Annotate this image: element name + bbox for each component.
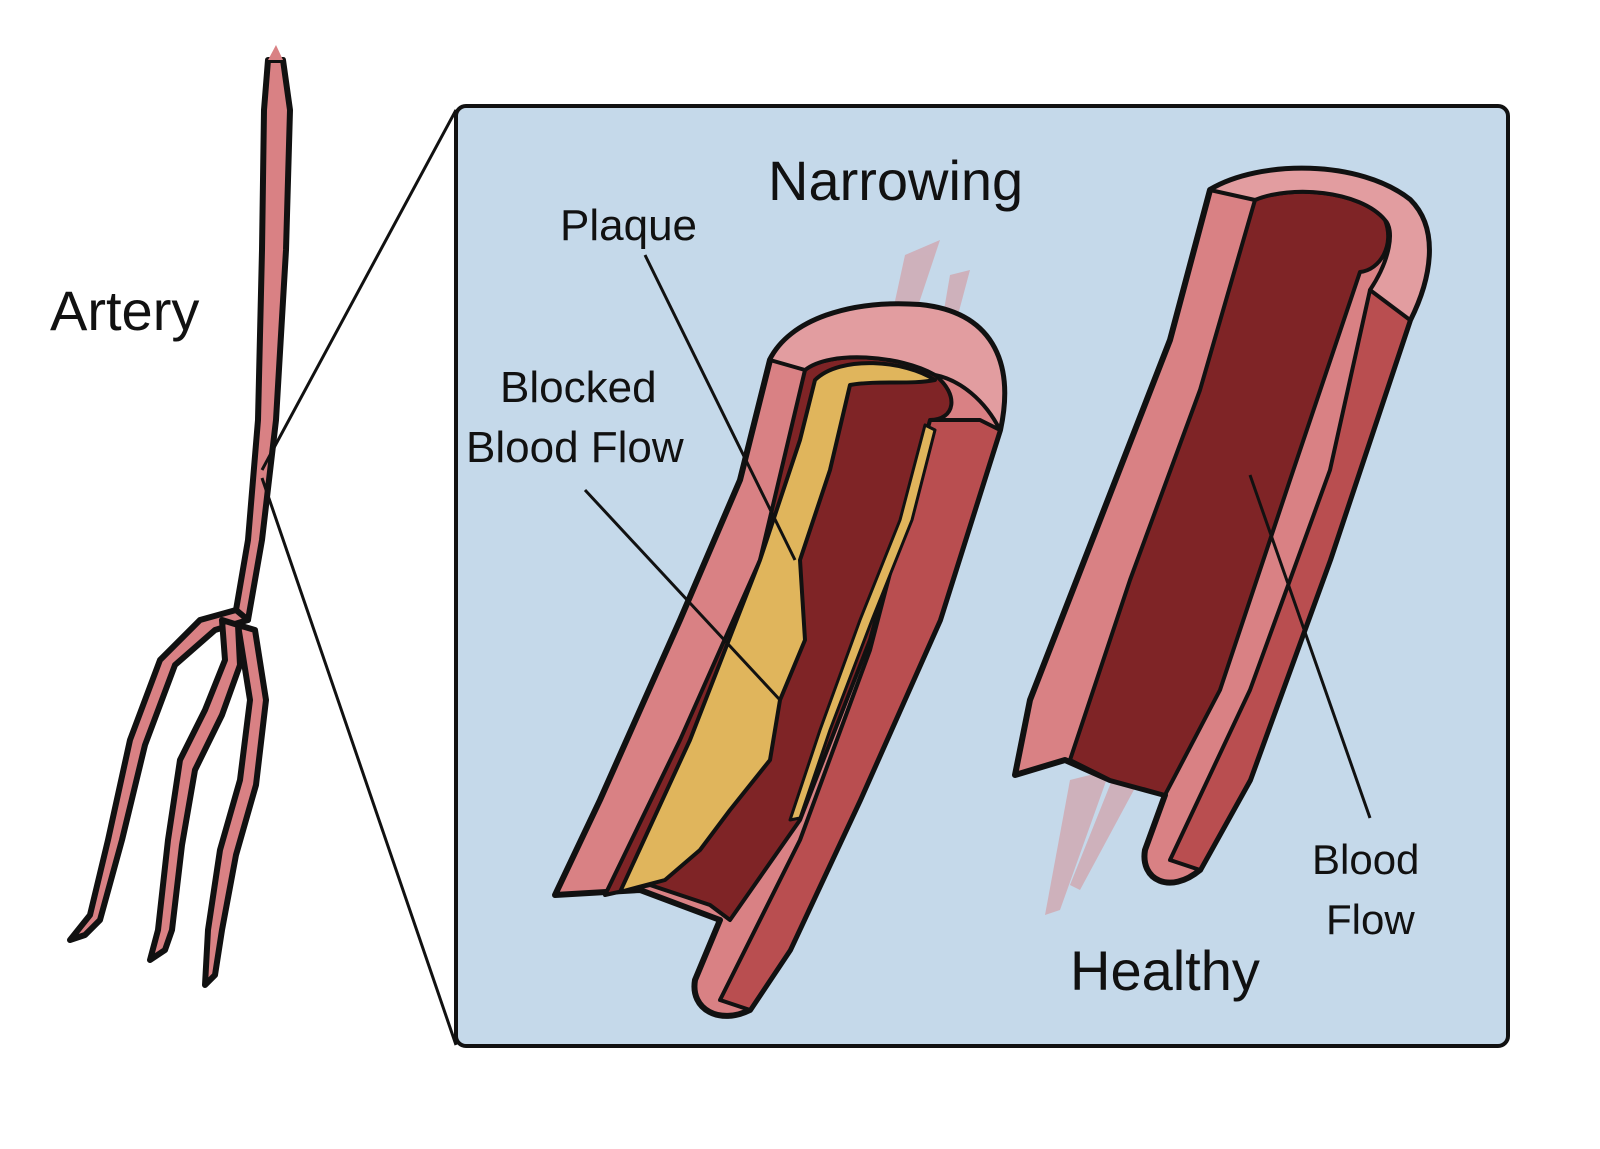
blood-flow-label-line2: Flow — [1326, 896, 1415, 943]
healthy-label: Healthy — [1070, 939, 1260, 1002]
narrowing-vessel — [552, 301, 1008, 1019]
plaque-label: Plaque — [560, 201, 697, 250]
narrowing-rim — [768, 302, 1007, 432]
blood-flow-pointer — [1248, 474, 1372, 819]
narrowing-plaque — [618, 361, 937, 894]
blocked-label-line2: Blood Flow — [466, 423, 684, 472]
healthy-vessel — [1012, 165, 1432, 886]
blood-flow-label-line1: Blood — [1312, 836, 1419, 883]
pointer-lines — [583, 254, 1372, 819]
healthy-rim — [1208, 166, 1431, 322]
zoom-line-bottom — [260, 477, 458, 1046]
blocked-label-line1: Blocked — [500, 363, 657, 412]
artery-top-tip — [268, 45, 283, 60]
narrowing-plaque-right — [788, 423, 937, 822]
artery-branch-middle — [147, 617, 243, 963]
artery-branch-left — [67, 607, 251, 943]
plaque-pointer — [643, 254, 797, 561]
zoom-line-top — [260, 109, 458, 471]
narrowing-wall-shade — [718, 418, 1002, 1012]
flow-streak-healthy-2 — [1070, 760, 1150, 890]
blocked-pointer — [583, 488, 782, 702]
flow-streak-healthy — [1045, 770, 1110, 915]
artery-branch-gap — [208, 700, 236, 800]
narrowing-label: Narrowing — [768, 149, 1023, 212]
zoom-lines — [260, 109, 458, 1046]
artery-label: Artery — [50, 279, 199, 342]
artery-branch-right — [202, 622, 269, 988]
artery-tree — [67, 45, 293, 988]
